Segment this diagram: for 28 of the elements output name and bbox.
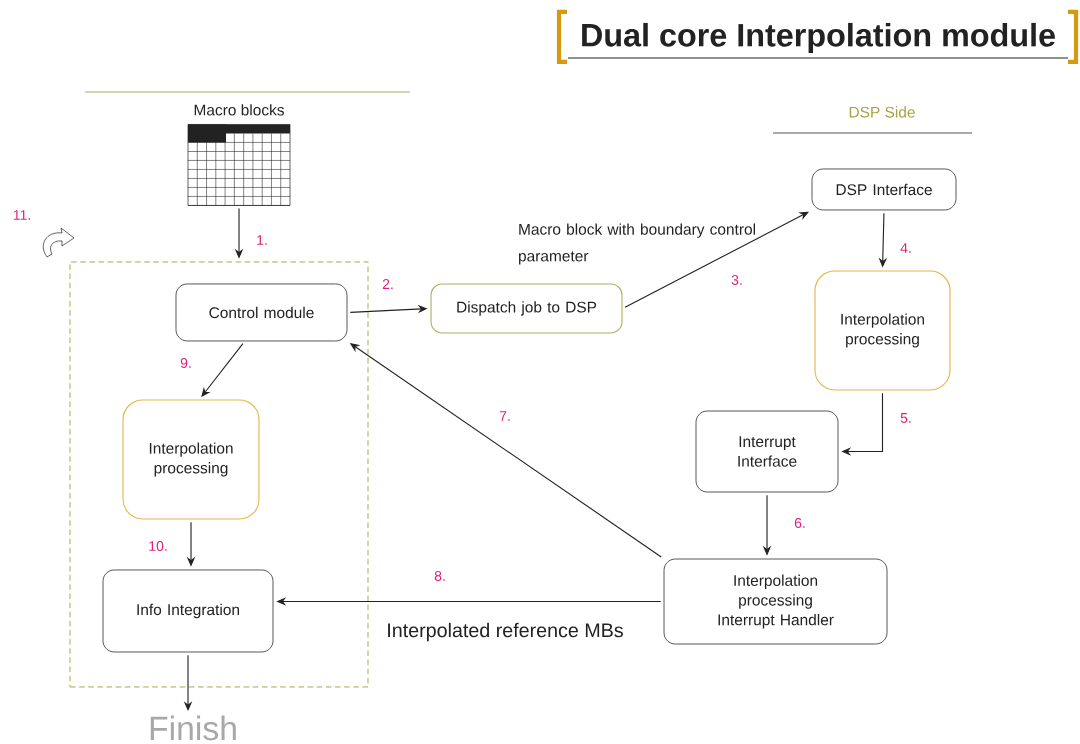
step-number: 4. [898, 241, 914, 255]
process-box: Interpolation processing Interrupt Handler [663, 558, 888, 645]
note: Macro block with boundary control parameter [519, 223, 755, 265]
end-label: Finish [150, 715, 236, 741]
step-number: 5. [898, 411, 914, 425]
title: Dual core Interpolation module [582, 22, 1055, 54]
step-number: 7. [497, 409, 513, 423]
step-number: 6. [792, 516, 808, 530]
process-box: Interpolation processing [122, 399, 260, 520]
note: Interpolated reference MBs [388, 622, 623, 642]
step-number: 2. [380, 277, 396, 291]
process-box: DSP Interface [811, 168, 957, 211]
process-box: Interrupt Interface [695, 410, 839, 493]
step-number: 1. [254, 233, 270, 247]
arrow [624, 211, 809, 308]
process-box: Control module [175, 283, 348, 342]
heading: Macro blocks [194, 104, 284, 116]
grid-drawing [187, 124, 291, 206]
group-frame [69, 261, 369, 688]
step-number: 10. [146, 539, 170, 553]
side-heading: DSP Side [849, 106, 915, 118]
process-box: Interpolation processing [814, 270, 951, 391]
step-number: 8. [432, 569, 448, 583]
process-box: Dispatch job to DSP [430, 283, 623, 334]
process-box: Info Integration [102, 569, 274, 653]
step-number: 3. [729, 273, 745, 287]
step-number: 11. [13, 210, 30, 220]
step-number: 9. [178, 356, 194, 370]
